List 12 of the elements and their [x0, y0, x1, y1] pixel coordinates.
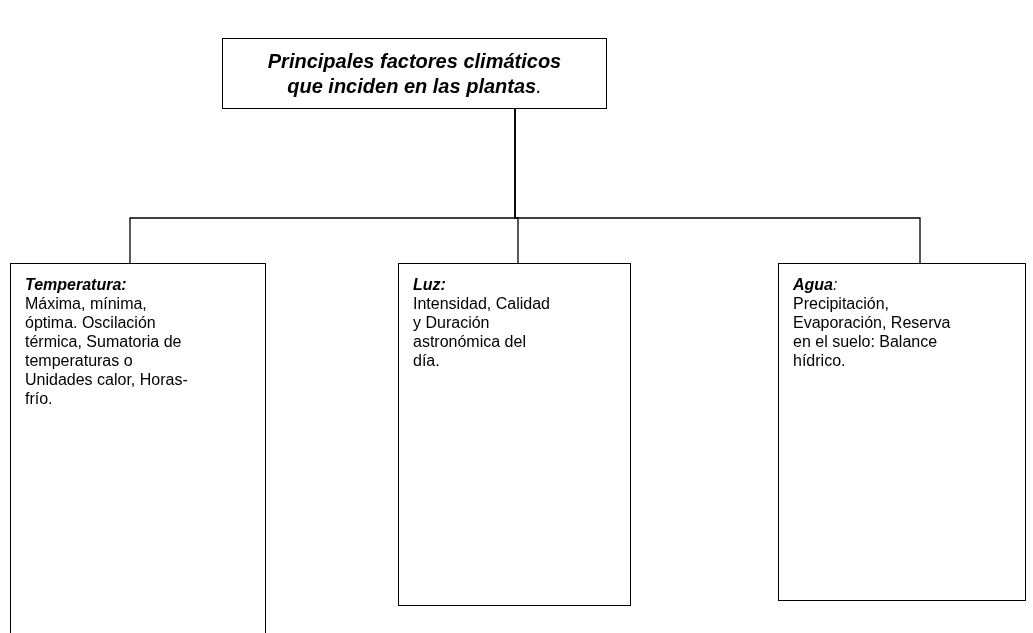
factor-box — [778, 263, 1026, 601]
connector-line — [514, 108, 921, 264]
box-heading: Luz: — [413, 275, 447, 294]
box-heading: Principales factores climáticos que inciden en las plantas. — [266, 48, 563, 99]
box-body: Precipitación, Evaporación, Reserva en el suelo: Balance hídrico. — [793, 294, 952, 370]
box-heading: Temperatura: — [25, 275, 128, 294]
box-heading: Agua: — [793, 275, 839, 294]
factor-box — [398, 263, 631, 606]
factor-box — [10, 263, 266, 633]
title-box — [222, 38, 607, 109]
box-body: Máxima, mínima, óptima. Oscilación térmica, Sumatoria de temperaturas o Unidades calor, Horas-frío. — [25, 294, 189, 408]
box-body: Intensidad, Calidad y Duración astronómica del día. — [413, 294, 551, 370]
